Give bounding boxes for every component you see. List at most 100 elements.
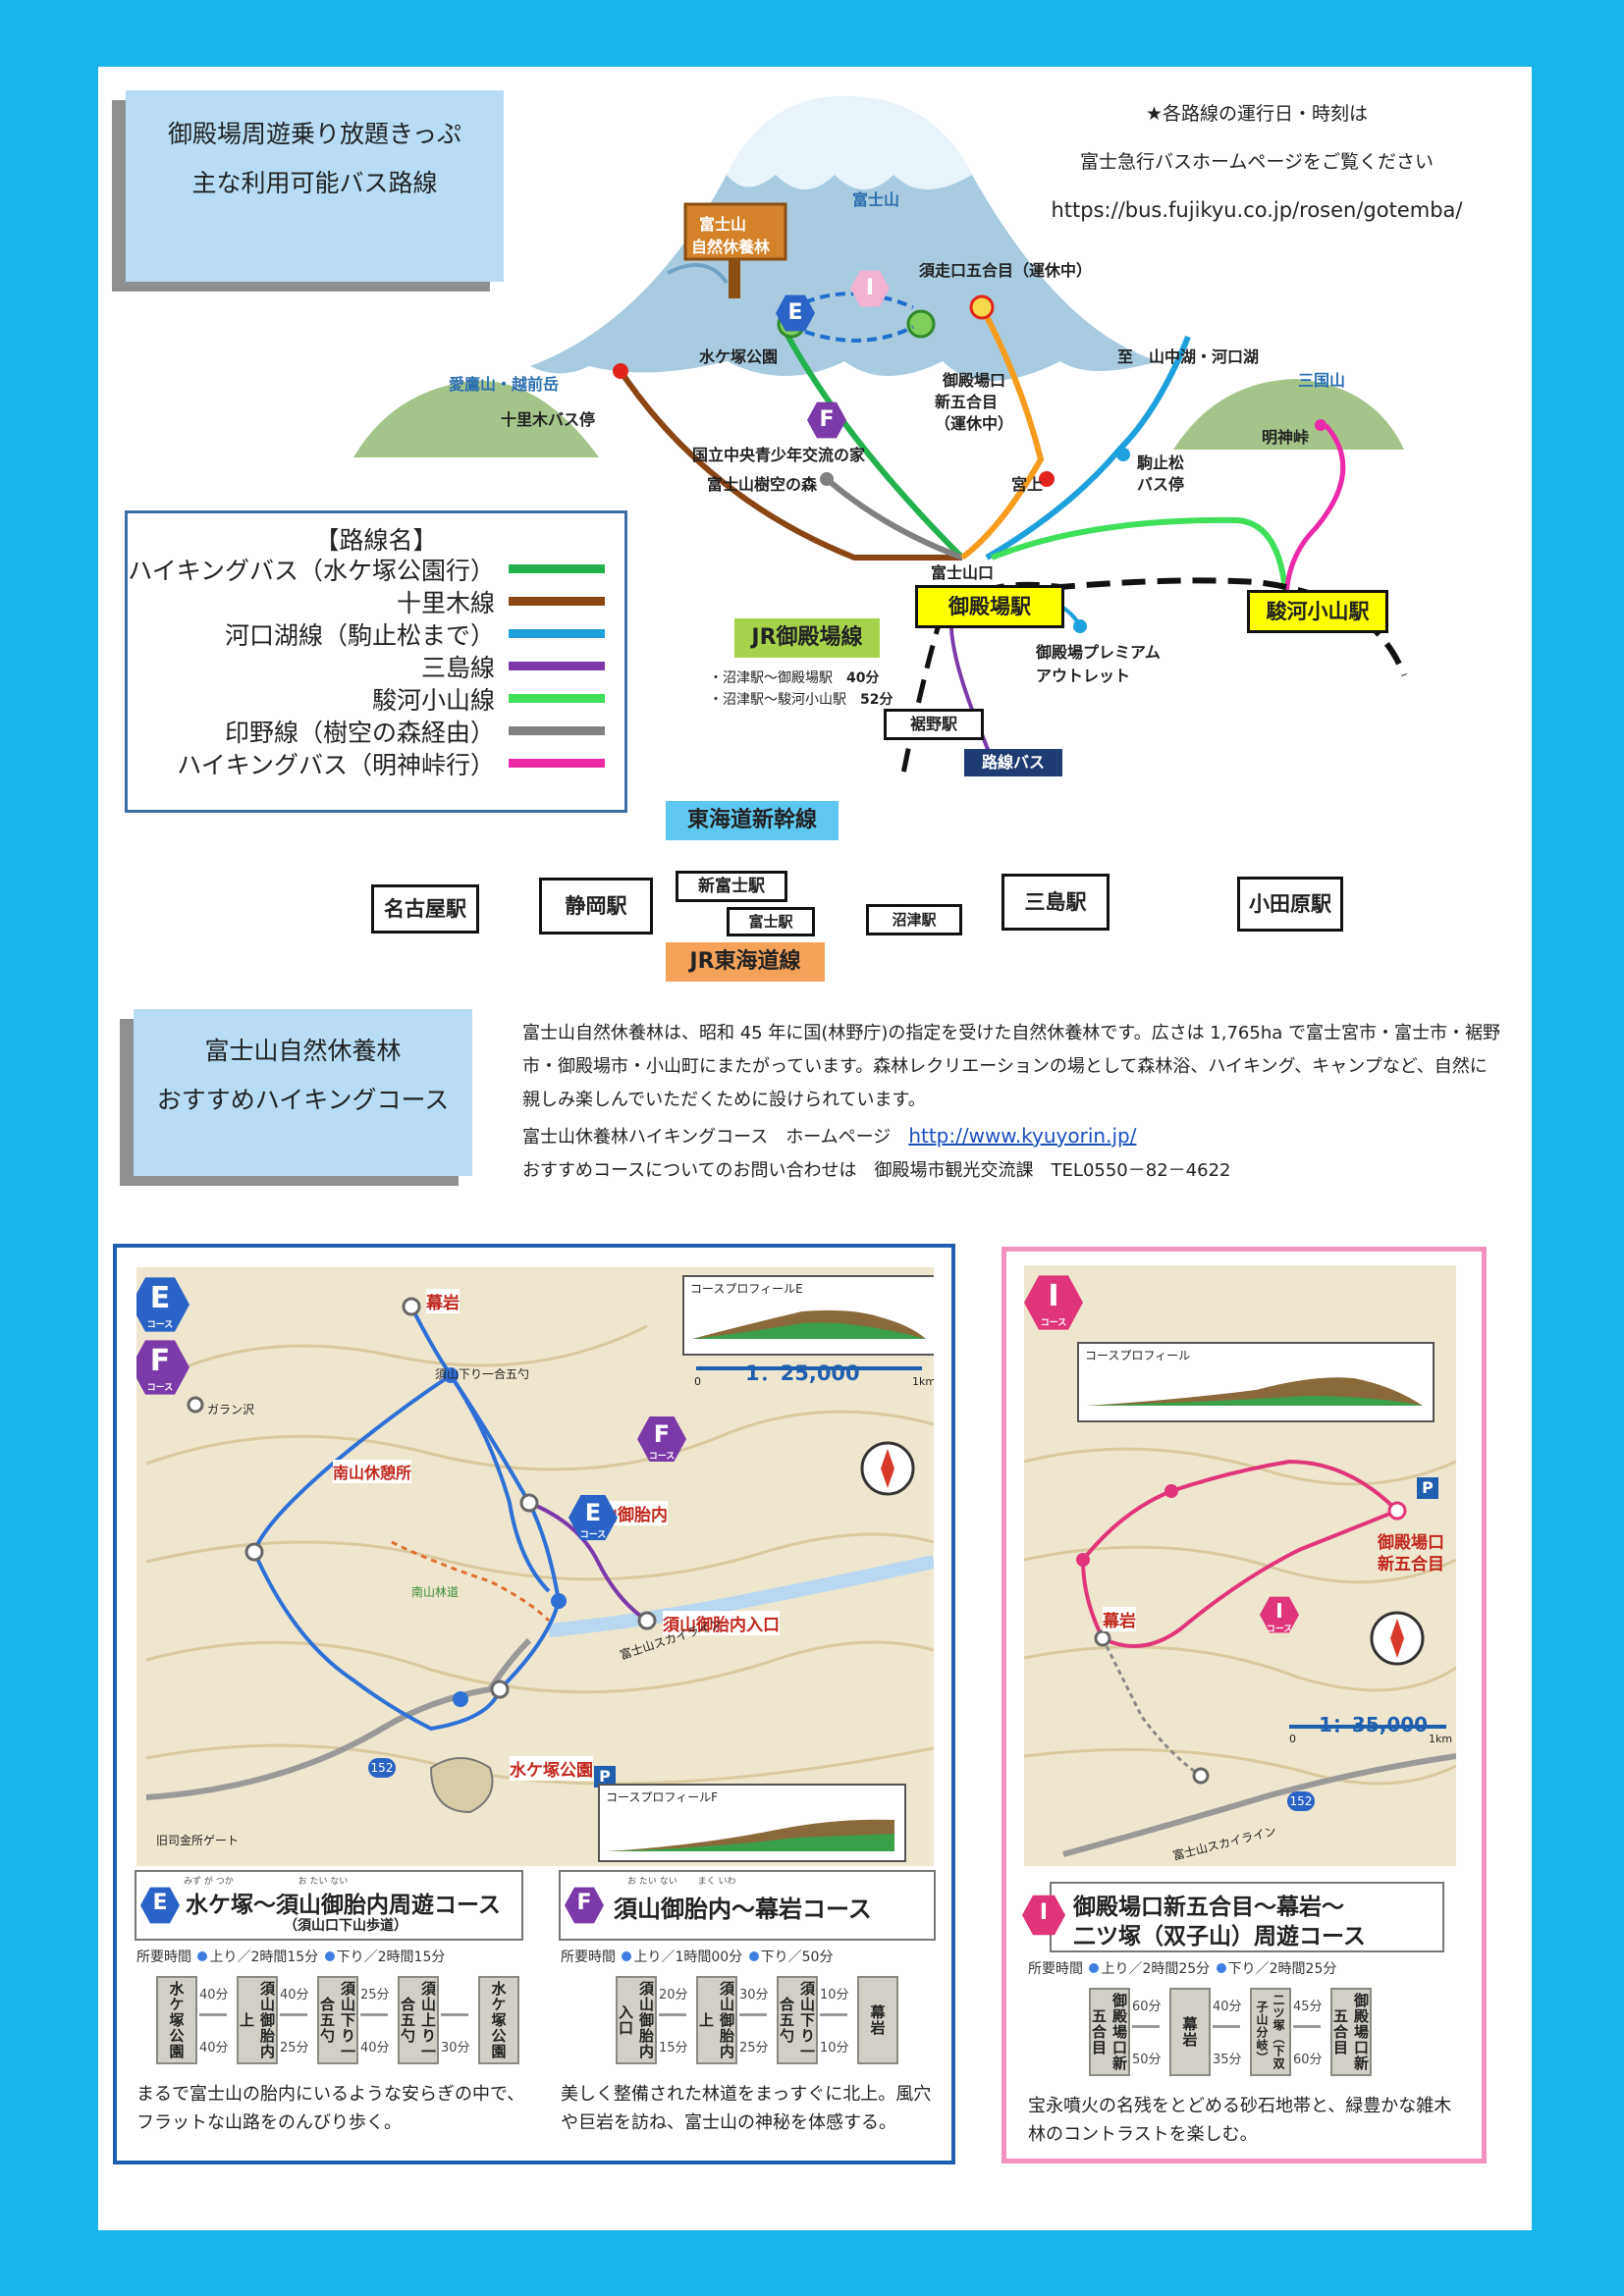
label-mikuniyama: 三国山: [1298, 371, 1346, 390]
req-label: 所要時間: [561, 1949, 616, 1965]
profile-i-title: コースプロフィール: [1085, 1349, 1191, 1362]
legend-swatch: [509, 726, 605, 735]
legend-item: ハイキングバス（明神峠行）: [177, 747, 605, 779]
course-e-step: 須山御胎内上: [237, 1976, 278, 2064]
course-f-up-time: 10分: [820, 1988, 849, 2002]
time2-value: 52分: [860, 692, 893, 708]
legend-item: 河口湖線（駒止松まで）: [225, 617, 605, 650]
course-i-down-time: 50分: [1132, 2053, 1162, 2067]
station-nagoya: 名古屋駅: [371, 884, 479, 934]
course-e-down-time: 40分: [360, 2041, 390, 2056]
course-i-step: 二ツ塚（下双子山分岐）: [1250, 1988, 1291, 2076]
profile-e-title: コースプロフィールE: [690, 1282, 803, 1296]
legend-item: 十里木線: [397, 585, 605, 617]
forest-description: 富士山自然休養林は、昭和 45 年に国(林野庁)の指定を受けた自然休養林です。広…: [522, 1023, 1500, 1110]
route-myojin: [1283, 423, 1346, 603]
legend-title: 【路線名】: [314, 526, 438, 555]
course-e-title-badge: E: [140, 1887, 180, 1924]
jr-tokaido-tag: JR東海道線: [666, 942, 825, 982]
topo-map-i: コースプロフィール 1：35,000 0 1km 御殿場口 新五合目 幕岩 富士…: [1024, 1265, 1456, 1866]
course-f-ruby: お たい ない まく いわ: [627, 1877, 736, 1887]
course-e-up-time: 40分: [280, 1988, 309, 2002]
label-makuiwa: 幕岩: [426, 1289, 460, 1313]
course-i-marker: I: [850, 270, 890, 307]
ashitaka-mountain: [353, 380, 599, 457]
course-f-down-time: 10分: [820, 2041, 849, 2056]
jr-gotemba-tag: JR御殿場線: [734, 618, 880, 658]
legend-label: ハイキングバス（明神峠行）: [177, 750, 495, 779]
course-i-step: 御殿場口新五合目: [1330, 1988, 1372, 2076]
course-i-title-line2: 二ツ塚（双子山）周遊コース: [1073, 1924, 1366, 1949]
course-i-required-time: 所要時間 上り／2時間25分 下り／2時間25分: [1028, 1958, 1336, 1978]
course-e-title: 水ケ塚～須山御胎内周遊コース: [186, 1893, 501, 1918]
course-f-title-box: お たい ない まく いわ F 須山御胎内～幕岩コース: [559, 1870, 936, 1941]
topo-ef-drawing: [145, 1297, 934, 1814]
req-up: 上り／2時間15分: [209, 1949, 319, 1965]
legend-label: 河口湖線（駒止松まで）: [224, 620, 495, 650]
profile-i: コースプロフィール: [1077, 1342, 1435, 1422]
label-outlet1: 御殿場プレミアム: [1036, 643, 1161, 662]
course-i-step: 御殿場口新五合目: [1089, 1988, 1130, 2076]
req-down: 下り／50分: [760, 1949, 834, 1965]
page: 御殿場周遊乗り放題きっぷ 主な利用可能バス路線 ★各路線の運行日・時刻は 富士急…: [98, 67, 1532, 2230]
legend-label: 印野線（樹空の森経由）: [224, 718, 495, 747]
forest-title-line1: 富士山自然休養林: [204, 1037, 402, 1065]
station-gotemba: 御殿場駅: [915, 585, 1064, 628]
req-down: 下り／2時間15分: [336, 1949, 446, 1965]
course-f-down-time: 25分: [739, 2041, 769, 2056]
course-e-subtitle: （須山口下山歩道）: [284, 1918, 407, 1934]
course-i-up-time: 40分: [1213, 2000, 1242, 2014]
label-makuiwa-i: 幕岩: [1103, 1607, 1136, 1631]
rosen-bus-tag: 路線バス: [964, 749, 1062, 776]
notice-url[interactable]: https://bus.fujikyu.co.jp/rosen/gotemba/: [1051, 198, 1463, 222]
course-e-up-time: 25分: [360, 1988, 390, 2002]
station-shizuoka: 静岡駅: [539, 878, 653, 934]
route-legend: 【路線名】 ハイキングバス（水ケ塚公園行） 十里木線 河口湖線（駒止松まで） 三…: [125, 510, 627, 813]
legend-swatch: [509, 597, 605, 606]
profile-f-title: コースプロフィールF: [606, 1790, 719, 1804]
course-e-step: 水ケ塚公園: [156, 1976, 197, 2064]
scale-i-0: 0: [1289, 1733, 1296, 1745]
course-i-down-time: 60分: [1293, 2053, 1323, 2067]
station-mishima: 三島駅: [1001, 874, 1110, 931]
label-subashiri: 須走口五合目（運休中）: [919, 261, 1093, 280]
bus-route-map: [353, 96, 1407, 774]
label-youth: 国立中央青少年交流の家: [692, 446, 866, 464]
label-gotemba5-i-2: 新五合目: [1378, 1555, 1444, 1575]
bus-title-line1: 御殿場周遊乗り放題きっぷ: [167, 120, 461, 148]
course-i-title-badge: I: [1022, 1895, 1065, 1936]
course-i-card: コースプロフィール 1：35,000 0 1km 御殿場口 新五合目 幕岩 富士…: [1001, 1247, 1487, 2163]
forest-info: 富士山自然休養林は、昭和 45 年に国(林野庁)の指定を受けた自然休養林です。広…: [522, 1017, 1504, 1188]
profile-f-chart: [608, 1819, 894, 1851]
legend-label: ハイキングバス（水ケ塚公園行）: [128, 556, 495, 585]
profile-e: コースプロフィールE: [682, 1275, 934, 1356]
req-up: 上り／2時間25分: [1101, 1961, 1211, 1977]
course-e-down-time: 25分: [280, 2041, 309, 2056]
course-i-down-time: 35分: [1213, 2053, 1242, 2067]
legend-label: 駿河小山線: [371, 685, 495, 715]
course-e-marker: E: [776, 294, 815, 332]
forest-title-line2: おすすめハイキングコース: [156, 1086, 450, 1114]
course-f-step: 幕岩: [857, 1976, 898, 2064]
route-jurigi: [618, 369, 962, 561]
course-e-step: 須山上り一合五勺: [398, 1976, 439, 2064]
legend-item: ハイキングバス（水ケ塚公園行）: [128, 553, 605, 585]
forest-sign: [683, 202, 787, 261]
fuji-snow-cap: [727, 96, 972, 189]
label-fujisan: 富士山: [852, 190, 900, 209]
scale-ef-0: 0: [694, 1375, 701, 1388]
label-garan: ガラン沢: [207, 1403, 255, 1416]
label-minamiyama: 南山休憩所: [333, 1460, 412, 1483]
legend-swatch: [509, 564, 605, 573]
course-f-down-time: 15分: [659, 2041, 688, 2056]
notice-line2: 富士急行バスホームページをご覧ください: [1079, 151, 1435, 173]
legend-swatch: [509, 694, 605, 703]
label-myojin: 明神峠: [1262, 428, 1310, 447]
course-e-description: まるで富士山の胎内にいるような安らぎの中で、フラットな山路をのんびり歩く。: [136, 2084, 525, 2133]
profile-e-chart: [692, 1309, 926, 1339]
hp-label: 富士山休養林ハイキングコース ホームページ: [522, 1127, 892, 1148]
hp-link[interactable]: http://www.kyuyorin.jp/: [908, 1124, 1137, 1148]
parking-icon-i: P: [1417, 1477, 1438, 1499]
course-f-description: 美しく整備された林道をまっすぐに北上。風穴や巨岩を訪ね、富士山の神秘を体感する。: [561, 2084, 932, 2133]
legend-swatch: [509, 759, 605, 768]
